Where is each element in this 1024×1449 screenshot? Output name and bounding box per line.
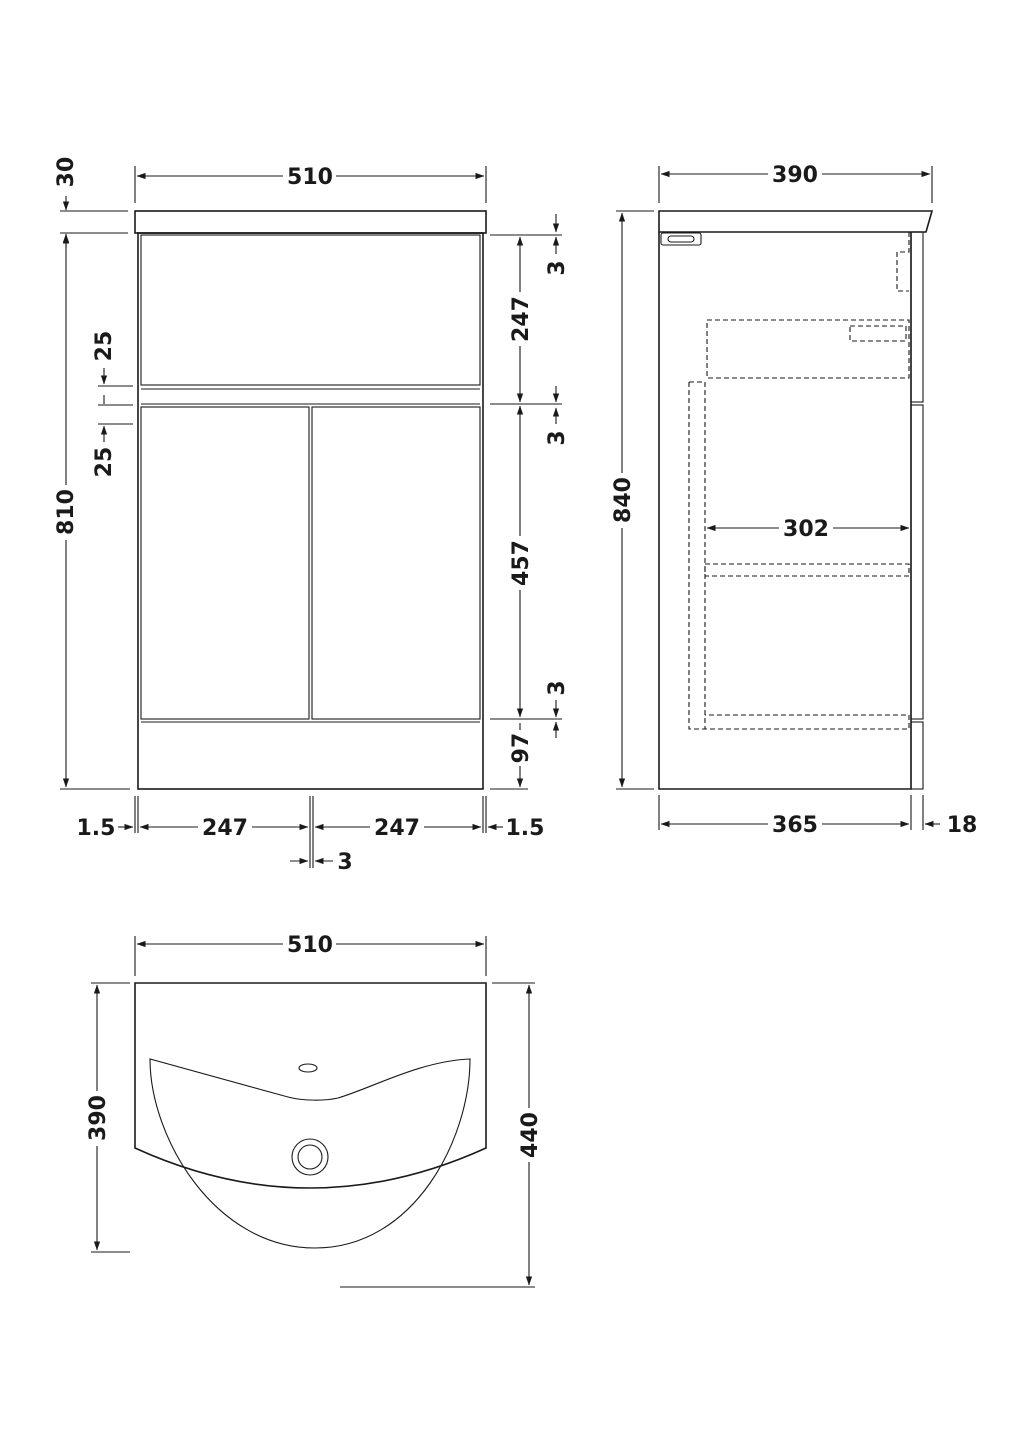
side-hidden-handle	[849, 325, 907, 342]
dim-front-height: 810	[54, 489, 79, 535]
plan-view: 510 390 440	[86, 933, 543, 1288]
dim-side-gap-left: 1.5	[77, 816, 116, 841]
dim-door-width-right: 247	[374, 816, 420, 841]
dim-plan-depth-center: 440	[518, 1112, 543, 1158]
dim-bottom-gap: 3	[545, 680, 570, 695]
plan-tap-hole	[298, 1063, 318, 1073]
plan-bowl	[149, 1058, 471, 1249]
front-carcass	[137, 232, 484, 790]
dim-plinth-height: 97	[509, 733, 534, 764]
dim-side-height: 840	[611, 477, 636, 523]
front-view: 510 30 810 25 25 3 247	[54, 157, 570, 875]
dim-worktop-thickness: 30	[54, 157, 79, 188]
dim-plan-depth-edge: 390	[86, 1095, 111, 1141]
dim-mid-gap: 3	[545, 430, 570, 445]
side-carcass	[658, 232, 912, 790]
side-upper-door	[910, 231, 924, 403]
dim-door-height: 457	[509, 540, 534, 586]
side-hidden-shelf	[704, 563, 910, 577]
side-plinth	[910, 721, 924, 790]
side-view: 390 840 302 365 18	[611, 163, 977, 838]
dim-carcass-depth: 365	[772, 813, 818, 838]
dim-center-gap: 3	[337, 850, 352, 875]
side-lower-door	[910, 404, 924, 720]
dim-rail-lower: 25	[92, 447, 117, 478]
side-hidden-cabinet	[689, 381, 910, 730]
side-hidden-drawer	[706, 319, 910, 379]
dim-rail-upper: 25	[92, 331, 117, 362]
front-top-panel	[140, 234, 481, 386]
dim-top-gap: 3	[545, 260, 570, 275]
front-worktop	[134, 210, 487, 234]
dim-side-gap-right: 1.5	[506, 816, 545, 841]
front-door-left	[140, 406, 310, 720]
front-door-right	[311, 406, 481, 720]
dim-door-width-left: 247	[202, 816, 248, 841]
side-hidden-rail	[896, 232, 910, 292]
dim-top-panel-height: 247	[509, 296, 534, 342]
plan-basin-outline	[134, 982, 487, 1189]
dim-plan-width: 510	[287, 933, 333, 958]
dim-internal-depth: 302	[783, 517, 829, 542]
side-worktop	[658, 210, 934, 233]
dim-front-width: 510	[287, 165, 333, 190]
side-waste-outlet	[660, 232, 702, 246]
plan-waste	[291, 1138, 329, 1176]
dim-door-thickness: 18	[947, 813, 978, 838]
dim-side-top-depth: 390	[772, 163, 818, 188]
